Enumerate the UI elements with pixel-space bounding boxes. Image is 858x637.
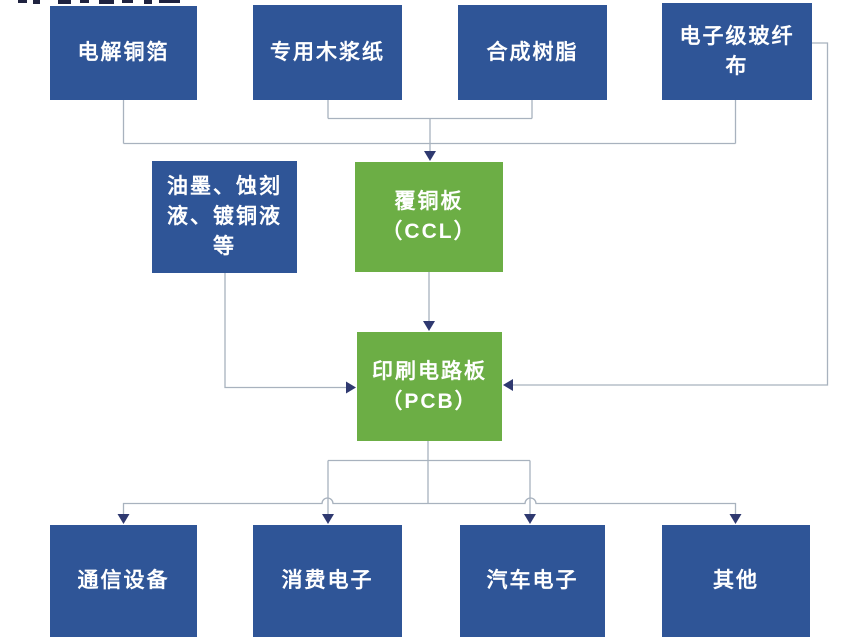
arrowhead-down-consumer: [322, 514, 334, 524]
clipped-top-text-fragment: [0, 0, 200, 5]
node-synthetic-resin: 合成树脂: [458, 5, 607, 100]
node-printed-circuit-board-pcb: 印刷电路板 （PCB）: [357, 332, 502, 441]
arrowhead-down-other: [729, 514, 742, 524]
arrowhead-left-pcb: [503, 379, 513, 391]
node-electrolytic-copper-foil: 电解铜箔: [50, 6, 197, 100]
node-ink-etching-plating-solutions: 油墨、蚀刻 液、镀铜液 等: [152, 161, 297, 273]
node-electronic-grade-fiberglass-cloth: 电子级玻纤 布: [662, 3, 812, 100]
connector-line: [224, 273, 346, 389]
node-telecom-equipment: 通信设备: [50, 525, 197, 637]
arrowhead-down-telecom: [117, 514, 130, 524]
arrowhead-down-auto: [524, 514, 536, 524]
connector-line-with-hop: [122, 497, 428, 514]
arrowhead-right-pcb: [346, 381, 356, 394]
node-consumer-electronics: 消费电子: [253, 525, 402, 637]
node-automotive-electronics: 汽车电子: [460, 525, 605, 637]
arrowhead-down-pcb: [423, 321, 435, 331]
connector-line-with-hop: [428, 497, 737, 514]
node-special-wood-pulp-paper: 专用木浆纸: [253, 5, 402, 100]
node-other: 其他: [662, 525, 810, 637]
arrowhead-down-ccl: [424, 151, 436, 161]
node-copper-clad-laminate-ccl: 覆铜板 （CCL）: [355, 162, 503, 272]
